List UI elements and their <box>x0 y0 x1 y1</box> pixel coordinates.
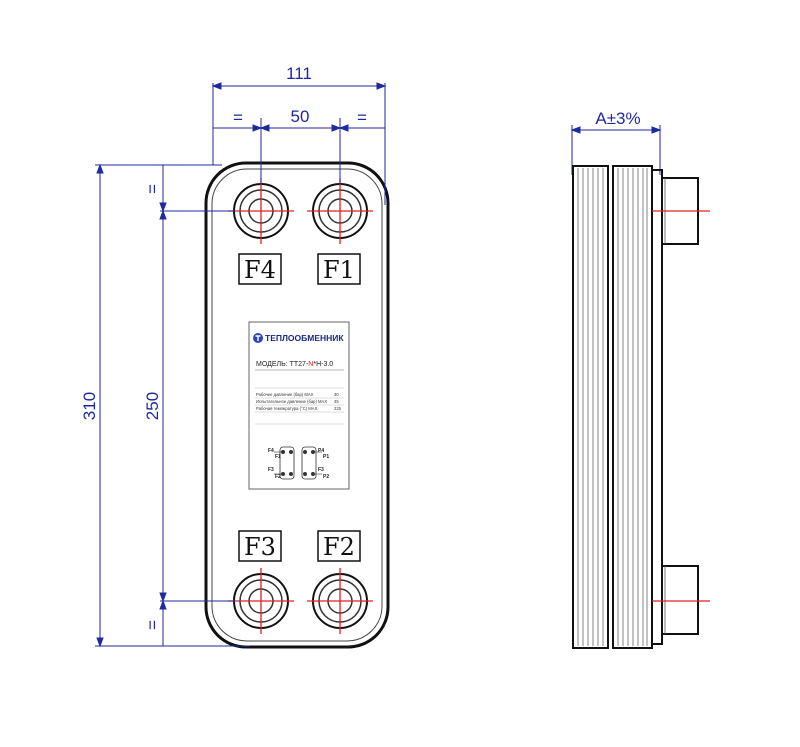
dimension-lines <box>95 82 387 648</box>
label-box-f1 <box>317 253 361 285</box>
logo-icon <box>253 333 263 343</box>
nameplate-brand: ТЕПЛООБМЕННИК <box>265 333 344 343</box>
dimension-thickness: A±3% <box>595 109 640 128</box>
nameplate: ТЕПЛООБМЕННИК МОДЕЛЬ: ТТ27-N*Н-3.0 Рабоч… <box>248 321 350 490</box>
nameplate-model: МОДЕЛЬ: ТТ27-N*Н-3.0 <box>256 361 333 368</box>
port-label-f1: F1 <box>323 256 355 284</box>
dimension-equal-bottom: = <box>143 620 162 630</box>
scheme-label: F1 <box>275 454 281 460</box>
scheme-label: P1 <box>323 454 329 460</box>
dimension-equal-right: = <box>357 108 367 127</box>
scheme-label: F4 <box>268 448 274 454</box>
dimension-port-spacing-vertical: 250 <box>143 392 162 420</box>
front-plate-outer <box>204 161 390 649</box>
scheme-label: F3 <box>268 467 274 473</box>
dimension-equal-left: = <box>233 108 243 127</box>
label-box-f4 <box>238 253 282 285</box>
nameplate-row-label: Испытательное давление (бар) MAX <box>256 399 327 404</box>
port-label-f2: F2 <box>323 533 355 561</box>
side-view <box>570 125 710 649</box>
dimension-height-overall: 310 <box>80 392 99 420</box>
dimension-width-overall: 111 <box>286 64 312 83</box>
port-label-f4: F4 <box>244 256 276 284</box>
scheme-label: F2 <box>275 474 281 480</box>
nameplate-row-value: 45 <box>334 399 339 404</box>
flow-scheme-icon <box>274 446 322 480</box>
dimension-equal-top: = <box>143 184 162 194</box>
nameplate-row-label: Рабочая температура (°C) MAX <box>256 406 318 411</box>
scheme-label: P4 <box>318 448 324 454</box>
port-label-f3: F3 <box>244 533 276 561</box>
dimension-port-spacing-horizontal: 50 <box>291 107 310 126</box>
label-box-f2 <box>317 530 361 562</box>
nameplate-row-label: Рабочее давление (бар) MAX <box>256 392 314 397</box>
label-box-f3 <box>238 530 282 562</box>
front-plate-inner <box>211 168 383 642</box>
centerlines <box>228 178 373 634</box>
nameplate-row-value: 30 <box>334 392 339 397</box>
nameplate-row-value: 225 <box>334 406 342 411</box>
scheme-label: P2 <box>323 474 329 480</box>
scheme-label: F3 <box>318 467 324 473</box>
